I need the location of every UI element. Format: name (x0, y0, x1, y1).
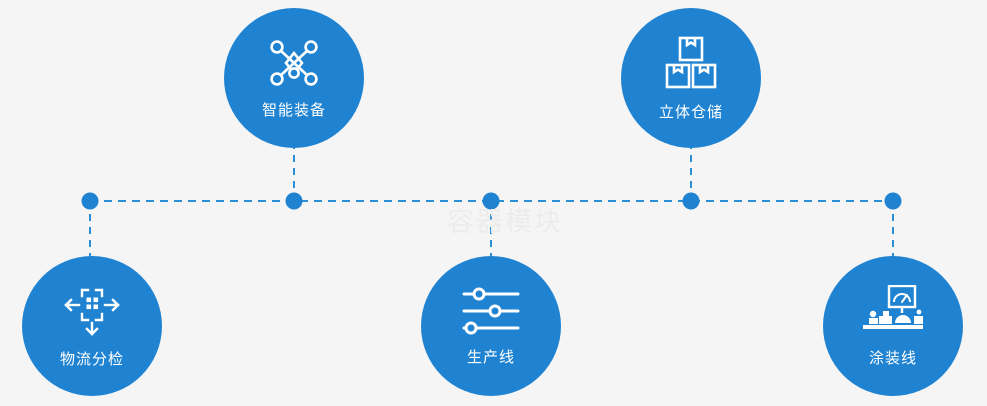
node-production-line[interactable]: 生产线 (421, 256, 561, 396)
node-label-painting-line: 涂装线 (868, 348, 917, 367)
stacked-boxes-icon (662, 35, 720, 91)
axis-node-dot-production-line[interactable] (482, 192, 500, 210)
axis-node-dot-smart-equipment[interactable] (285, 192, 303, 210)
node-logistics-sorting[interactable]: 物流分检 (22, 256, 162, 396)
axis-node-dot-logistics-sorting[interactable] (81, 192, 99, 210)
node-stereoscopic-warehouse[interactable]: 立体仓储 (621, 8, 761, 148)
sliders-icon (461, 286, 521, 336)
node-painting-line[interactable]: 涂装线 (823, 256, 963, 396)
axis-node-dot-stereoscopic-warehouse[interactable] (682, 192, 700, 210)
node-label-production-line: 生产线 (466, 347, 515, 366)
sorting-arrows-icon (63, 284, 121, 338)
node-smart-equipment[interactable]: 智能装备 (224, 8, 364, 148)
node-label-logistics-sorting: 物流分检 (59, 349, 124, 368)
axis-node-dot-painting-line[interactable] (884, 192, 902, 210)
node-label-smart-equipment: 智能装备 (261, 100, 326, 119)
network-nodes-icon (267, 37, 321, 89)
node-label-stereoscopic-warehouse: 立体仓储 (658, 102, 723, 121)
watermark-text: 容器模块 (447, 207, 563, 238)
painting-machine-icon (861, 284, 925, 337)
